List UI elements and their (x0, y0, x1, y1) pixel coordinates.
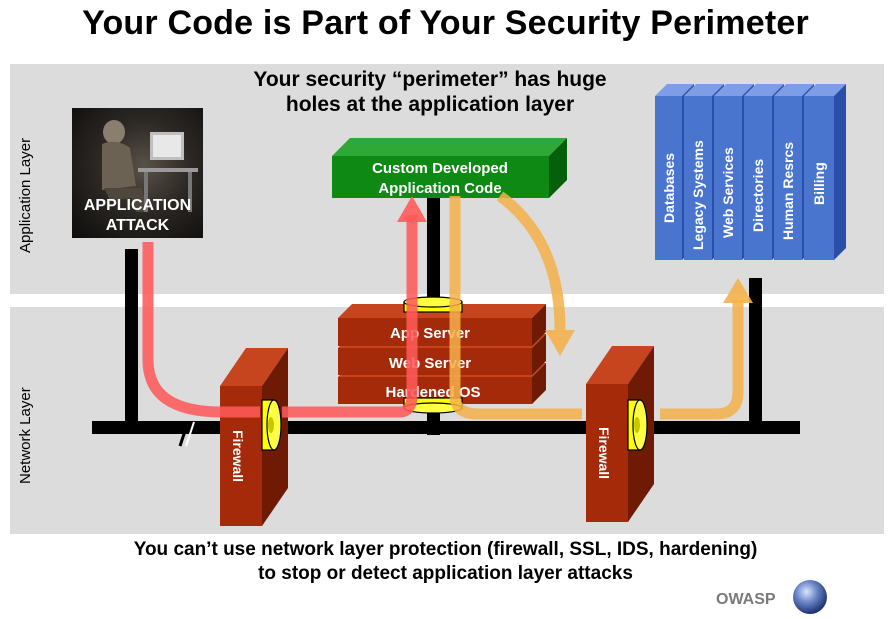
custom-code-line-2: Application Code (378, 180, 501, 197)
owasp-brand-text: OWASP (716, 591, 776, 608)
firewall-right-label: Firewall (596, 427, 612, 479)
custom-code-line-1: Custom Developed (372, 160, 508, 177)
application-attack-label: APPLICATION ATTACK (72, 196, 203, 236)
server-ring-top (403, 296, 463, 313)
headline-line-2: holes at the application layer (285, 93, 575, 116)
server-stack: Hardened OS Web Server App Server (338, 304, 546, 404)
bus-break-gap (185, 421, 195, 447)
firewall-left-port (261, 399, 282, 451)
code-to-server-arrow-path (496, 191, 566, 331)
slide-title: Your Code is Part of Your Security Perim… (82, 4, 809, 42)
data-flow-arrow-path (449, 196, 744, 420)
attacker-image (72, 108, 203, 238)
firewall-right-port (627, 399, 648, 451)
backend-system-billing: Billing (804, 84, 846, 260)
backend-label-0: Databases (661, 153, 677, 223)
bus-break-mark (178, 421, 190, 447)
bottom-message-line-2: to stop or detect application layer atta… (258, 563, 633, 584)
attack-arrow-head (397, 196, 427, 222)
code-post (427, 196, 440, 306)
data-flow-arrow-head (723, 278, 753, 303)
attack-label-line-1: APPLICATION (83, 197, 192, 214)
headline: Your security “perimeter” has huge holes… (200, 67, 660, 117)
backend-systems: Databases Legacy Systems Web Services Di… (655, 84, 846, 260)
attack-arrow-path (142, 215, 418, 418)
backend-label-5: Billing (811, 162, 827, 205)
backend-label-1: Legacy Systems (690, 140, 706, 250)
headline-line-1: Your security “perimeter” has huge (253, 68, 607, 91)
bottom-message: You can’t use network layer protection (… (0, 538, 891, 586)
network-bus (92, 421, 800, 434)
custom-code-block: Custom Developed Application Code (332, 138, 567, 198)
backend-label-2: Web Services (720, 147, 736, 238)
attack-label-line-2: ATTACK (105, 217, 170, 234)
attacker-silhouette-icon (102, 120, 198, 212)
backend-label-4: Human Resrcs (780, 142, 796, 240)
owasp-logo-icon (793, 580, 827, 614)
backend-post (749, 278, 762, 426)
bottom-message-line-1: You can’t use network layer protection (… (133, 539, 758, 560)
backend-label-3: Directories (750, 159, 766, 232)
code-to-server-arrow-head (545, 330, 575, 356)
attacker-post (125, 249, 138, 421)
firewall-left-label: Firewall (230, 430, 246, 482)
